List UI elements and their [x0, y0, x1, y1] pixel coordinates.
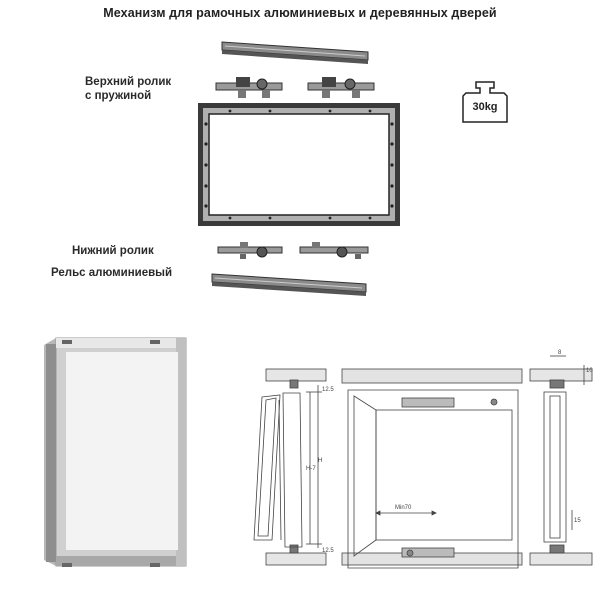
- bottom-roller-right-image: [299, 242, 369, 259]
- dim-height-minus-label: H-7: [306, 466, 316, 472]
- door-frame-image: [198, 103, 400, 226]
- section-drawing-right: [529, 355, 593, 566]
- section-drawing-side: [253, 368, 327, 566]
- dim-right-8-label: 8: [558, 350, 562, 356]
- top-roller-left-image: [215, 77, 283, 98]
- dim-height-label: H: [318, 458, 322, 464]
- bottom-roller-label: Нижний ролик: [72, 245, 154, 257]
- weight-icon: [462, 81, 508, 123]
- weight-badge-text: 30kg: [472, 101, 498, 113]
- door-panel-image: [44, 337, 187, 567]
- top-roller-label-line1: Верхний ролик: [85, 76, 172, 88]
- section-drawing-front: [341, 368, 523, 569]
- dim-top-gap-label: 12.5: [322, 387, 334, 393]
- dim-min-width-label: Min70: [395, 505, 412, 511]
- top-roller-right-image: [307, 77, 375, 98]
- top-roller-label-line2: с пружиной: [85, 90, 152, 102]
- page-title: Механизм для рамочных алюминиевых и дере…: [103, 6, 497, 20]
- dim-right-10-label: 10: [586, 368, 593, 374]
- bottom-rail-image: [211, 273, 367, 296]
- dim-bottom-gap-label: 12.5: [322, 548, 334, 554]
- rail-label: Рельс алюминиевый: [51, 267, 173, 279]
- bottom-roller-left-image: [217, 242, 283, 259]
- dim-right-15-label: 15: [574, 518, 581, 524]
- top-roller-label: Верхний ролик с пружиной: [85, 75, 171, 103]
- top-rail-image: [221, 41, 369, 64]
